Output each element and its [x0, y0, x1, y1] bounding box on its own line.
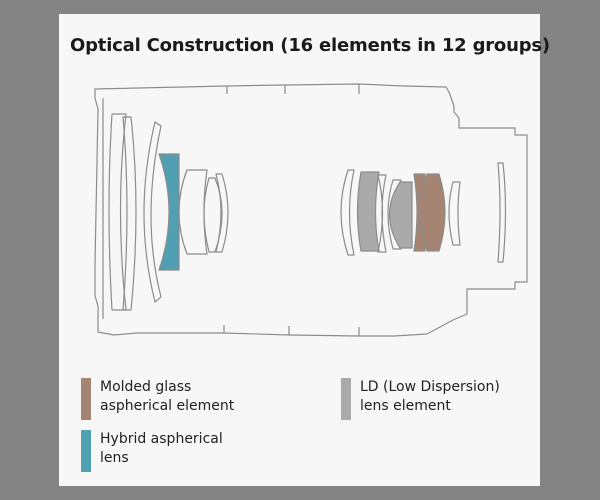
lens-element-14	[420, 173, 446, 252]
diagram-title: Optical Construction (16 elements in 12 …	[70, 35, 550, 56]
lens-element-4	[158, 153, 180, 271]
legend-label-hybrid-line2: lens	[100, 450, 129, 466]
lens-element-1	[108, 113, 127, 311]
legend-label-molded-glass-line2: aspherical element	[100, 398, 235, 414]
lens-element-2	[122, 116, 137, 311]
lens-element-3	[143, 121, 162, 303]
optical-construction-diagram	[94, 83, 528, 337]
diagram-card: Optical Construction (16 elements in 12 …	[59, 14, 550, 486]
lens-element-10	[377, 174, 387, 253]
lens-element-16	[497, 162, 507, 263]
legend-label-ld-line1: LD (Low Dispersion)	[360, 379, 500, 395]
legend-molded-glass: Molded glass aspherical element	[81, 378, 234, 420]
legend-label-hybrid-line1: Hybrid aspherical	[100, 431, 223, 447]
lens-element-8	[340, 169, 355, 256]
legend-ld: LD (Low Dispersion) lens element	[341, 378, 500, 420]
barrel-ridge-bottom	[223, 325, 360, 336]
legend-swatch-molded-glass	[81, 378, 91, 420]
lens-element-9	[356, 171, 380, 252]
lens-element-15	[448, 181, 461, 246]
lens-element-5	[178, 169, 208, 255]
legend-label-molded-glass-line1: Molded glass	[100, 379, 192, 395]
lens-element-7	[215, 173, 229, 253]
lens-barrel-outline	[94, 83, 528, 337]
legend-label-ld-line2: lens element	[360, 398, 451, 414]
lens-element-12	[389, 181, 413, 249]
barrel-ridge-top	[226, 84, 360, 94]
legend-swatch-hybrid	[81, 430, 91, 472]
legend-swatch-ld	[341, 378, 351, 420]
legend-hybrid: Hybrid aspherical lens	[81, 430, 223, 472]
